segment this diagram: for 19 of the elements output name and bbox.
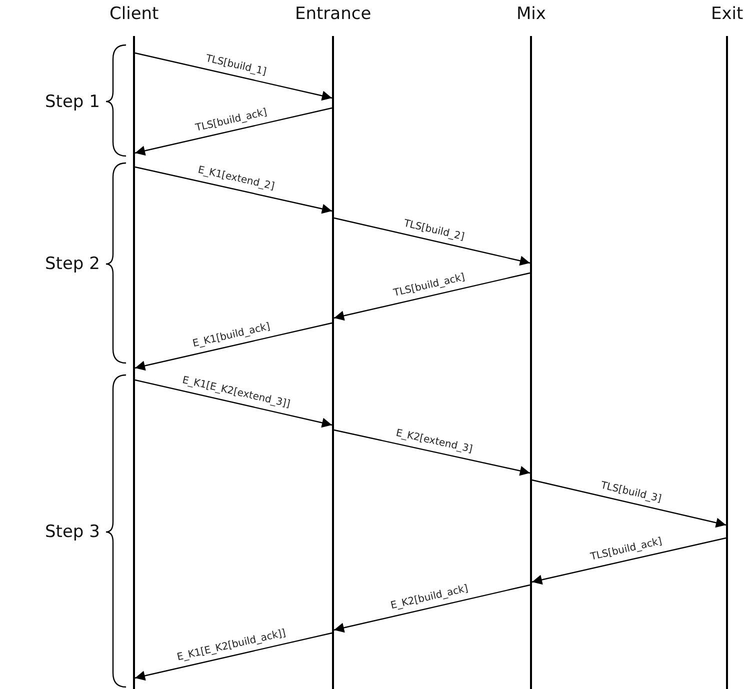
message-arrow	[134, 52, 332, 101]
participant-label: Exit	[711, 4, 744, 24]
participant-label: Mix	[516, 4, 546, 24]
message-arrow	[134, 107, 332, 156]
participant-label: Client	[110, 4, 159, 24]
message-arrow	[134, 379, 332, 428]
message-arrow	[134, 632, 332, 681]
message-arrow	[134, 322, 332, 371]
message-arrow	[334, 584, 530, 633]
message-arrow	[532, 479, 726, 528]
step-label: Step 1	[45, 92, 100, 112]
message-arrow	[334, 217, 530, 266]
message-arrow	[334, 272, 530, 321]
step-label: Step 3	[45, 522, 100, 542]
message-arrow	[532, 537, 726, 585]
participant-label: Entrance	[295, 4, 372, 24]
message-arrow	[134, 166, 332, 214]
message-arrow	[334, 429, 530, 476]
step-label: Step 2	[45, 254, 100, 274]
